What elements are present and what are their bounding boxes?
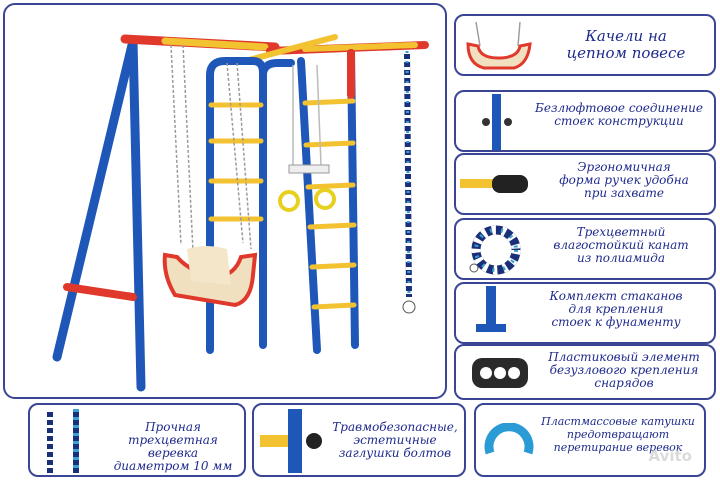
feature-sleeves-line-3: стоек к фунаменту — [551, 315, 681, 329]
cord-thumbnail — [47, 409, 79, 473]
bottom-cord-line-2: трехцветная веревка — [128, 433, 218, 460]
plastic-reel-thumbnail — [484, 423, 534, 455]
bottom-reels-line-3: перетирание веревок — [553, 441, 683, 454]
bolt-cap-thumbnail — [260, 409, 322, 473]
feature-plastic-line-1: Пластиковый элемент — [548, 350, 700, 364]
feature-joint-line-2: стоек конструкции — [554, 114, 684, 128]
feature-rope: Трехцветный влагостойкий канат из полиам… — [454, 218, 716, 280]
feature-swing-line-1: Качели на — [585, 27, 667, 45]
feature-plastic-line-3: снарядов — [594, 376, 654, 390]
feature-plastic-line-2: безузлового крепления — [549, 363, 699, 377]
joint-thumbnail — [482, 94, 512, 150]
rope-coil-thumbnail — [469, 225, 521, 275]
feature-rope-line-1: Трехцветный — [576, 225, 666, 239]
feature-sleeves-line-2: для крепления — [568, 302, 664, 316]
mounting-sleeve-thumbnail — [476, 286, 506, 332]
bottom-caps-line-1: Травмобезопасные, — [332, 420, 458, 434]
feature-handles-line-2: форма ручек удобна — [559, 173, 689, 187]
bottom-reels-line-2: предотвращают — [566, 428, 670, 441]
bottom-cord-line-3: диаметром 10 мм — [113, 459, 233, 473]
feature-sleeves-line-1: Комплект стаканов — [549, 289, 683, 303]
feature-swing-line-2: цепном повесе — [566, 44, 686, 62]
bottom-caps: Травмобезопасные, эстетичные заглушки бо… — [252, 403, 466, 477]
playground-illustration — [52, 34, 429, 392]
feature-plastic: Пластиковый элемент безузлового креплени… — [454, 344, 716, 400]
product-panel — [3, 3, 447, 399]
plastic-connector-thumbnail — [472, 358, 528, 388]
feature-sleeves: Комплект стаканов для крепления стоек к … — [454, 282, 716, 344]
feature-handles: Эргономичная форма ручек удобна при захв… — [454, 153, 716, 215]
feature-swing: Качели на цепном повесе — [454, 14, 716, 76]
feature-rope-line-2: влагостойкий канат — [553, 238, 689, 252]
bottom-cord: Прочная трехцветная веревка диаметром 10… — [28, 403, 246, 477]
feature-joint-line-1: Безлюфтовое соединение — [535, 101, 703, 115]
handle-thumbnail — [460, 175, 528, 193]
feature-handles-line-1: Эргономичная — [577, 160, 671, 174]
swing-seat-thumbnail — [466, 21, 532, 70]
watermark: Avito — [648, 447, 692, 465]
feature-joint: Безлюфтовое соединение стоек конструкции — [454, 90, 716, 152]
bottom-cord-line-1: Прочная — [145, 420, 201, 434]
feature-rope-line-3: из полиамида — [576, 251, 665, 265]
feature-handles-line-3: при захвате — [583, 186, 665, 200]
bottom-reels-line-1: Пластмассовые катушки — [541, 415, 695, 428]
bottom-caps-line-2: эстетичные — [353, 433, 437, 447]
bottom-reels: Пластмассовые катушки предотвращают пере… — [474, 403, 706, 477]
bottom-caps-line-3: заглушки болтов — [338, 446, 452, 460]
